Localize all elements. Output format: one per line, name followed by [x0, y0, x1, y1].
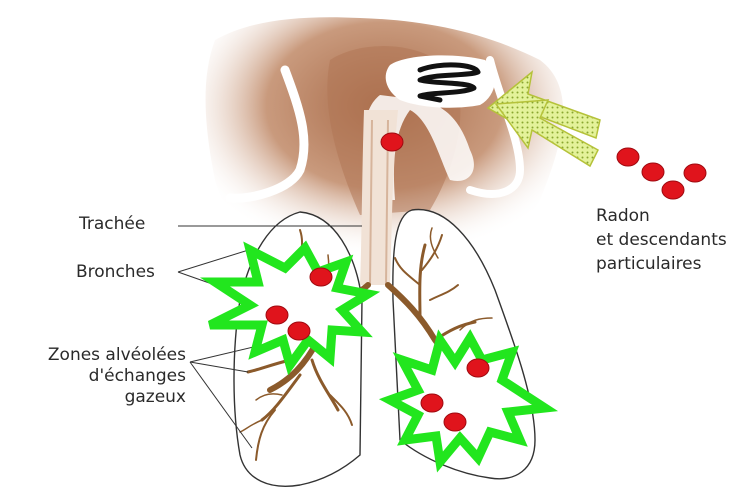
particle-right-3 [444, 413, 466, 431]
label-radon: Radon et descendants particulaires [596, 204, 727, 276]
particle-right-2 [421, 394, 443, 412]
label-radon-line2: et descendants [596, 228, 727, 252]
particle-outside-2 [642, 163, 664, 181]
particle-airway [381, 133, 403, 151]
particle-outside-3 [662, 181, 684, 199]
label-alveoli: Zones alvéolées d'échanges gazeux [14, 345, 186, 408]
label-trachea-text: Trachée [79, 214, 145, 235]
label-alveoli-line2: d'échanges [14, 366, 186, 387]
particle-left-1 [310, 268, 332, 286]
particle-left-2 [266, 306, 288, 324]
particle-left-3 [288, 322, 310, 340]
label-trachea: Trachée [79, 214, 145, 235]
label-bronchi: Bronches [76, 262, 155, 283]
label-alveoli-line3: gazeux [14, 387, 186, 408]
label-radon-line1: Radon [596, 204, 727, 228]
label-radon-line3: particulaires [596, 252, 727, 276]
particle-outside-1 [617, 148, 639, 166]
particle-right-1 [467, 359, 489, 377]
particle-outside-4 [684, 164, 706, 182]
label-bronchi-text: Bronches [76, 262, 155, 283]
label-alveoli-line1: Zones alvéolées [14, 345, 186, 366]
